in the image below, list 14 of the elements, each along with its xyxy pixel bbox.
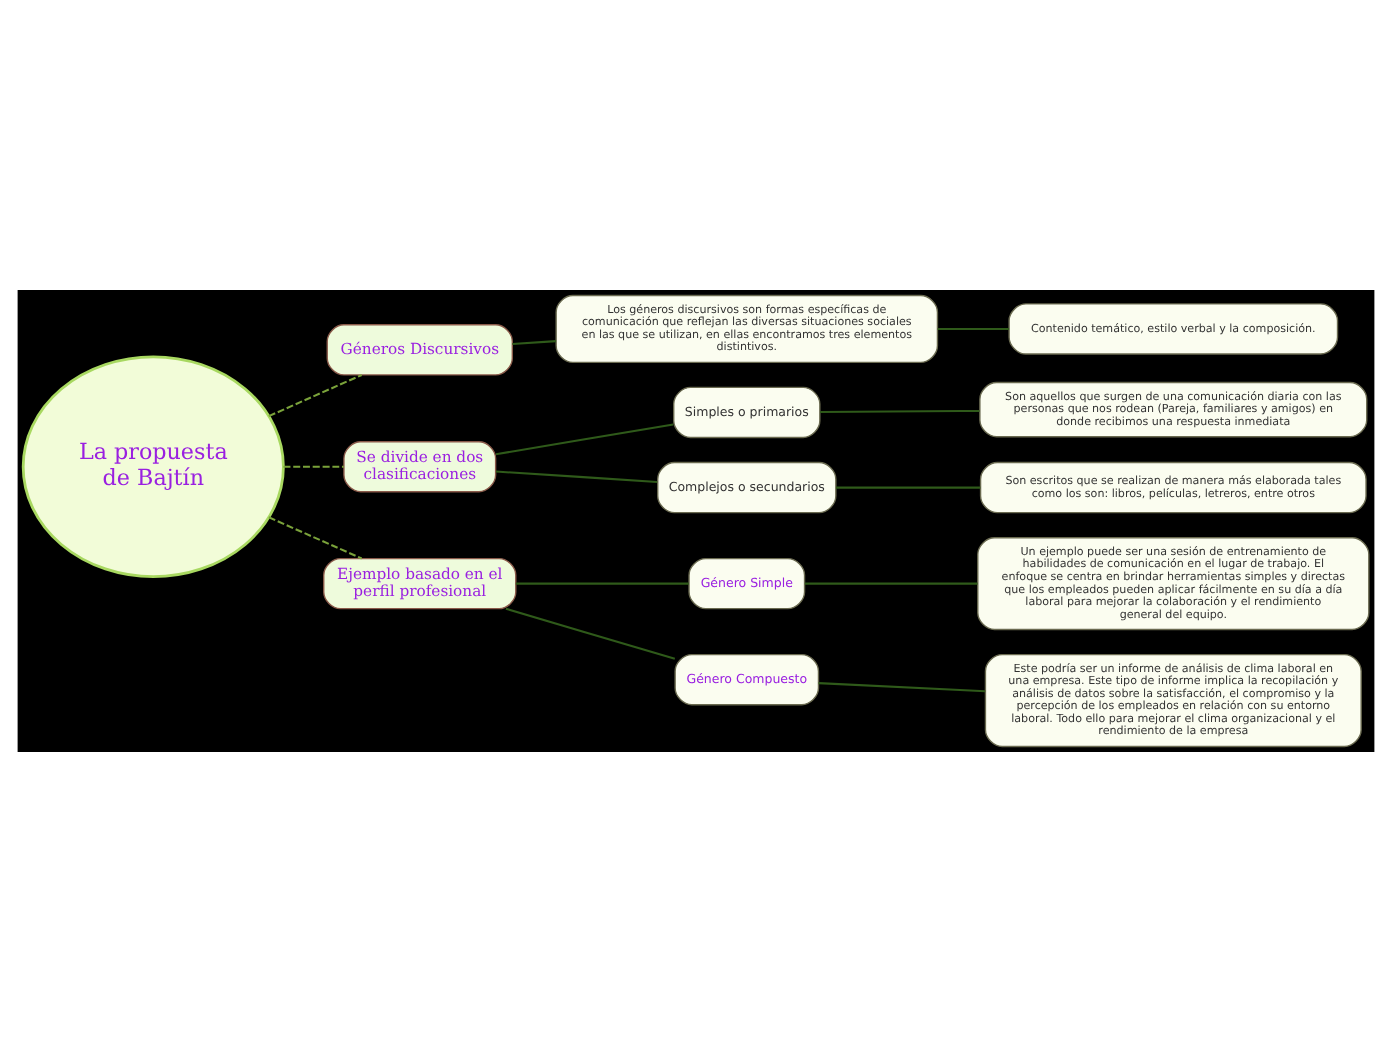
connector [836,485,981,488]
connector [495,469,658,482]
connector [820,408,980,413]
node-ellipse: La propuesta de Bajtín [21,354,285,578]
connector [937,326,1010,329]
connector [515,581,689,584]
connector [268,373,363,417]
connector [283,464,344,467]
connector [495,422,674,455]
connector [512,339,557,344]
connector [818,681,986,692]
connector [268,515,363,559]
connector [804,581,978,584]
connector [505,606,676,659]
